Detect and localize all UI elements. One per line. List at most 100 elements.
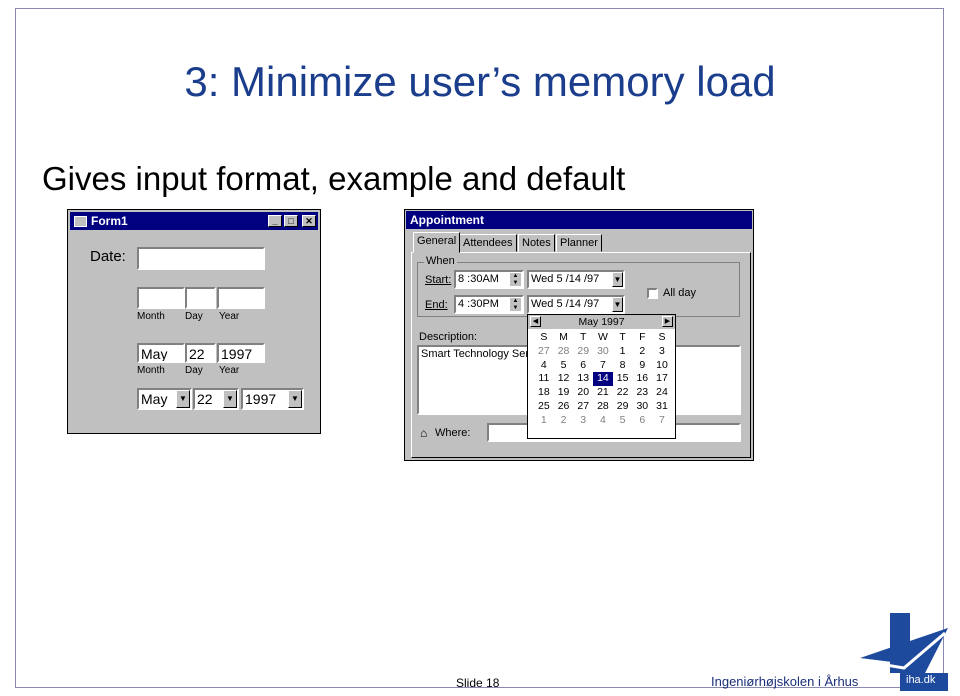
minimize-button[interactable]: _ <box>268 215 282 227</box>
calendar-day[interactable]: 11 <box>538 372 550 385</box>
calendar-day[interactable]: 18 <box>538 386 550 399</box>
form1-titlebar[interactable]: Form1 _ □ ✕ <box>70 212 318 230</box>
date-input[interactable] <box>137 247 265 270</box>
year-select[interactable]: 1997 ▼ <box>241 388 304 410</box>
allday-label: All day <box>663 287 697 299</box>
calendar-day[interactable]: 26 <box>557 399 570 412</box>
start-time-input[interactable]: 8 :30AM ▲▼ <box>454 270 524 289</box>
when-label: When <box>424 255 457 267</box>
chevron-down-icon[interactable]: ▼ <box>223 390 237 408</box>
calendar-day[interactable]: 30 <box>597 344 609 357</box>
calendar-day[interactable]: 7 <box>659 413 665 426</box>
tab-notes[interactable]: Notes <box>518 234 555 252</box>
year-caption-2: Year <box>219 365 240 376</box>
month-input[interactable]: May <box>137 343 185 363</box>
calendar-day[interactable]: 5 <box>560 358 567 371</box>
start-time-value: 8 :30AM <box>458 273 499 285</box>
calendar-day[interactable]: 28 <box>557 344 570 357</box>
day-select[interactable]: 22 ▼ <box>193 388 239 410</box>
appointment-titlebar[interactable]: Appointment <box>406 211 752 229</box>
date-label: Date: <box>90 248 126 265</box>
calendar-day[interactable]: 30 <box>636 399 649 412</box>
calendar-day[interactable]: 29 <box>616 399 629 412</box>
calendar-day[interactable]: 27 <box>577 399 590 412</box>
calendar-day[interactable]: 25 <box>538 399 550 412</box>
calendar-day[interactable]: 28 <box>597 399 609 412</box>
calendar-day[interactable]: 2 <box>639 344 646 357</box>
calendar-day[interactable]: 4 <box>540 358 547 371</box>
chevron-down-icon[interactable]: ▼ <box>612 272 623 287</box>
calendar-day[interactable]: 13 <box>577 372 590 385</box>
calendar-day[interactable]: 21 <box>597 386 609 399</box>
day-caption: Day <box>185 311 203 322</box>
tab-attendees[interactable]: Attendees <box>459 234 517 252</box>
calendar-day[interactable]: 5 <box>619 413 626 426</box>
calendar-day[interactable]: 3 <box>659 344 665 357</box>
calendar-day[interactable]: 16 <box>636 372 649 385</box>
spin-arrows-icon[interactable]: ▲▼ <box>510 273 521 286</box>
spin-arrows-icon[interactable]: ▲▼ <box>510 298 521 311</box>
calendar-day[interactable]: 9 <box>639 358 646 371</box>
home-icon: ⌂ <box>420 426 428 440</box>
calendar-day[interactable]: 6 <box>639 413 646 426</box>
calendar-day[interactable]: 4 <box>599 413 606 426</box>
calendar-day[interactable]: 1 <box>540 413 547 426</box>
prev-month-icon[interactable]: ◀ <box>530 316 541 327</box>
end-date-input[interactable]: Wed 5 /14 /97 ▼ <box>527 295 625 314</box>
end-date-value: Wed 5 /14 /97 <box>531 298 600 310</box>
close-button[interactable]: ✕ <box>302 215 316 227</box>
calendar-day[interactable]: 14 <box>593 372 613 387</box>
calendar-weekday: T <box>619 331 626 343</box>
day-caption-2: Day <box>185 365 203 376</box>
year-input-blank[interactable] <box>217 287 265 309</box>
start-date-input[interactable]: Wed 5 /14 /97 ▼ <box>527 270 625 289</box>
maximize-button[interactable]: □ <box>284 215 298 227</box>
calendar-month-label: May 1997 <box>578 316 625 328</box>
calendar-day[interactable]: 23 <box>636 386 649 399</box>
form1-title: Form1 <box>91 214 128 228</box>
day-select-value: 22 <box>197 391 213 407</box>
year-input[interactable]: 1997 <box>217 343 265 363</box>
calendar-day[interactable]: 24 <box>656 386 668 399</box>
chevron-down-icon[interactable]: ▼ <box>612 297 623 312</box>
chevron-down-icon[interactable]: ▼ <box>288 390 302 408</box>
calendar-day[interactable]: 17 <box>656 372 668 385</box>
month-select-value: May <box>141 391 168 407</box>
appointment-title: Appointment <box>410 213 484 227</box>
calendar-day[interactable]: 15 <box>616 372 629 385</box>
calendar-day[interactable]: 8 <box>619 358 626 371</box>
year-select-value: 1997 <box>245 391 277 407</box>
tab-planner[interactable]: Planner <box>556 234 602 252</box>
allday-checkbox[interactable] <box>647 288 658 299</box>
calendar-day[interactable]: 7 <box>599 358 606 371</box>
calendar-day[interactable]: 29 <box>577 344 590 357</box>
school-name: Ingeniørhøjskolen i Århus <box>711 674 859 689</box>
day-input[interactable]: 22 <box>185 343 216 363</box>
calendar-weekday: F <box>639 331 646 343</box>
month-input-blank[interactable] <box>137 287 185 309</box>
chevron-down-icon[interactable]: ▼ <box>176 390 190 408</box>
calendar-day[interactable]: 22 <box>616 386 629 399</box>
calendar-day[interactable]: 31 <box>656 399 668 412</box>
end-time-input[interactable]: 4 :30PM ▲▼ <box>454 295 524 314</box>
calendar-day[interactable]: 19 <box>557 386 570 399</box>
day-input-blank[interactable] <box>185 287 216 309</box>
month-select[interactable]: May ▼ <box>137 388 192 410</box>
slide-subtitle: Gives input format, example and default <box>42 160 626 197</box>
calendar-day[interactable]: 6 <box>580 358 587 371</box>
calendar-day[interactable]: 2 <box>560 413 567 426</box>
calendar-day[interactable]: 12 <box>557 372 570 385</box>
tab-general[interactable]: General <box>413 232 461 253</box>
calendar-day[interactable]: 3 <box>580 413 587 426</box>
description-label: Description: <box>419 331 478 343</box>
next-month-icon[interactable]: ▶ <box>662 316 673 327</box>
calendar-day[interactable]: 10 <box>656 358 668 371</box>
start-label: Start: <box>425 274 452 286</box>
calendar-day[interactable]: 1 <box>619 344 626 357</box>
end-time-value: 4 :30PM <box>458 298 499 310</box>
calendar-day[interactable]: 27 <box>538 344 550 357</box>
calendar-day[interactable]: 20 <box>577 386 590 399</box>
month-caption: Month <box>137 311 165 322</box>
calendar-weekday: S <box>658 331 666 343</box>
